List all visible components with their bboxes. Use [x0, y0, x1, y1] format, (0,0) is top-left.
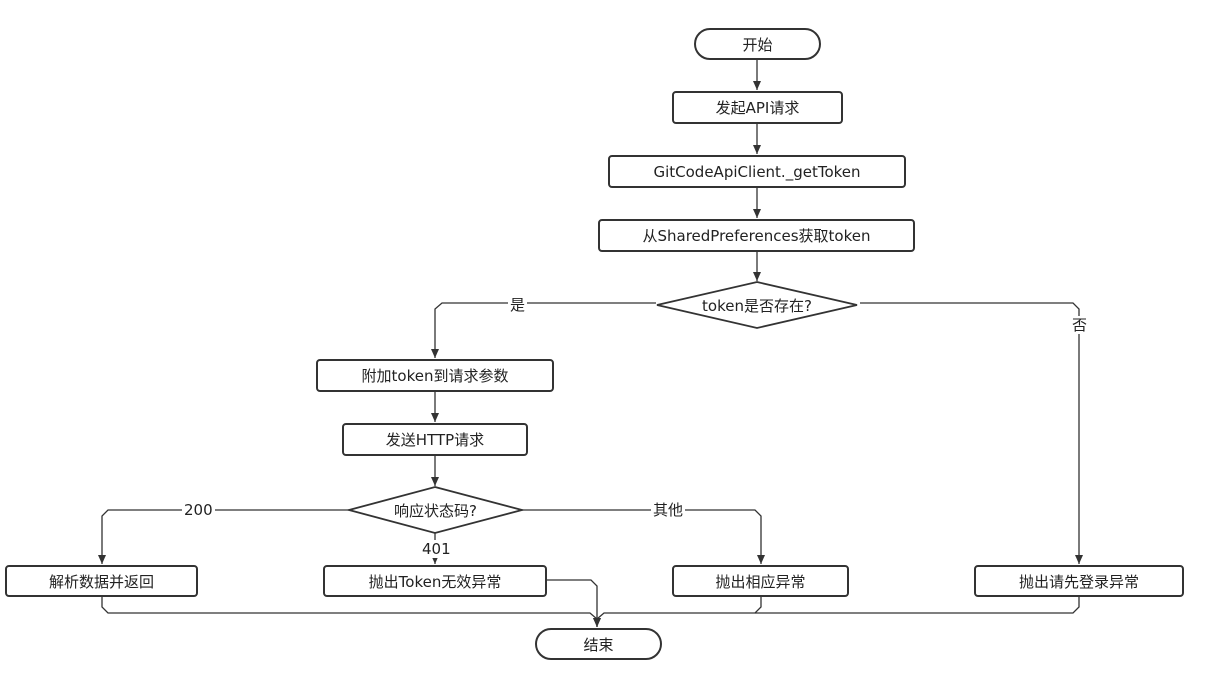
edge-label-200: 200 [182, 501, 215, 519]
edge-other-branch [522, 509, 765, 564]
token-exists-decision-label: token是否存在? [702, 296, 812, 315]
edge-login-to-end [755, 596, 1080, 614]
throw-login-required-node: 抛出请先登录异常 [974, 565, 1184, 597]
send-http-request-node: 发送HTTP请求 [342, 423, 528, 456]
edge-200-branch [98, 509, 349, 564]
edge-parse-to-end [101, 596, 601, 627]
parse-data-return-node: 解析数据并返回 [5, 565, 198, 597]
decision-status-code-shape [345, 486, 526, 534]
edge-yes-branch [431, 302, 656, 358]
start-node: 开始 [694, 28, 821, 60]
edge-other-to-end [596, 596, 762, 620]
throw-other-exception-node: 抛出相应异常 [672, 565, 849, 597]
read-shared-preferences-node: 从SharedPreferences获取token [598, 219, 915, 252]
decision-token-exists-shape [656, 281, 858, 329]
send-api-request-node: 发起API请求 [672, 91, 843, 124]
edge-label-no: 否 [1070, 316, 1090, 334]
edge-label-other: 其他 [651, 501, 686, 519]
attach-token-node: 附加token到请求参数 [316, 359, 554, 392]
edge-label-yes: 是 [508, 296, 528, 314]
end-node: 结束 [535, 628, 662, 660]
edge-no-branch [860, 302, 1083, 564]
edge-token-invalid-to-end [546, 579, 601, 627]
throw-token-invalid-node: 抛出Token无效异常 [323, 565, 547, 597]
edge-label-401: 401 [420, 540, 453, 558]
get-token-function-node: GitCodeApiClient._getToken [608, 155, 906, 188]
status-code-decision-label: 响应状态码? [394, 501, 477, 520]
